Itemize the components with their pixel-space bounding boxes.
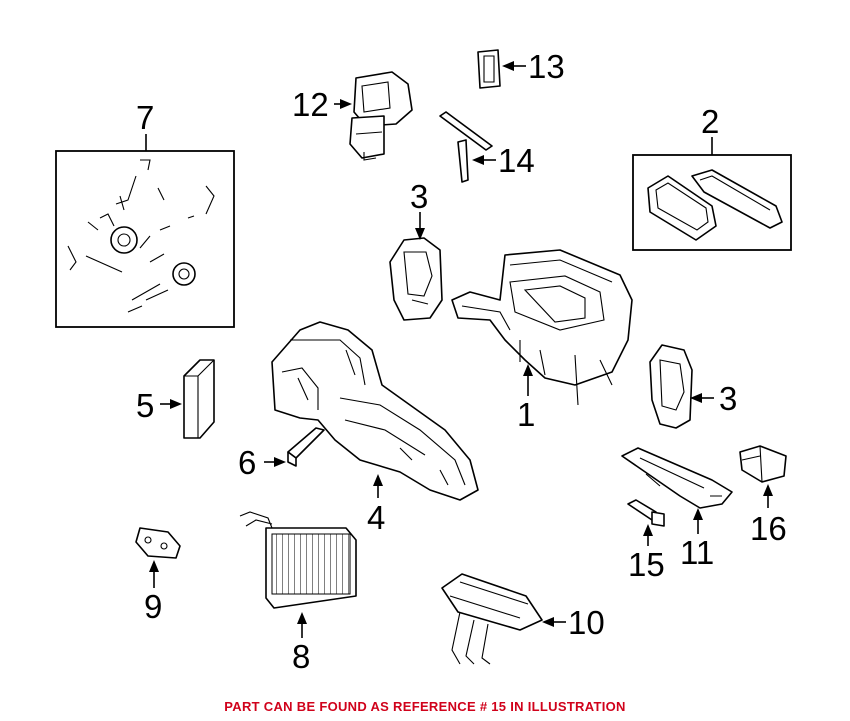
callout-labels: 1 2 3 3 4 5 6 7 8 9 10 11 12 13 14 15 16 xyxy=(136,48,787,675)
cabin-filter-part xyxy=(183,359,215,439)
callout-13: 13 xyxy=(528,48,565,85)
blower-motor-part xyxy=(349,71,413,161)
resistor-part xyxy=(477,49,501,89)
callout-3-right: 3 xyxy=(719,380,737,417)
side-duct-right-part xyxy=(649,344,693,429)
callout-6: 6 xyxy=(238,444,256,481)
filter-seal-set-part xyxy=(632,154,792,251)
callout-3-upper: 3 xyxy=(410,178,428,215)
leader-lines xyxy=(145,61,773,638)
callout-2: 2 xyxy=(701,103,719,140)
callout-14: 14 xyxy=(498,142,535,179)
cover-part xyxy=(621,447,733,509)
lower-housing-part xyxy=(271,321,479,501)
bracket-part xyxy=(287,427,325,467)
expansion-valve-part xyxy=(135,527,181,559)
heater-core-part xyxy=(239,511,357,609)
callout-11: 11 xyxy=(680,534,714,571)
callout-5: 5 xyxy=(136,387,154,424)
callout-12: 12 xyxy=(292,86,329,123)
sensor-part xyxy=(439,111,493,183)
actuator-kit-part xyxy=(55,150,235,328)
callout-4: 4 xyxy=(367,499,385,536)
reference-note: PART CAN BE FOUND AS REFERENCE # 15 IN I… xyxy=(224,699,626,714)
callout-10: 10 xyxy=(568,604,605,641)
side-duct-upper-part xyxy=(389,237,443,321)
pin-part xyxy=(627,499,665,527)
callout-15: 15 xyxy=(628,546,665,583)
callout-8: 8 xyxy=(292,638,310,675)
evaporator-part xyxy=(441,573,543,665)
callout-16: 16 xyxy=(750,510,787,547)
callout-9: 9 xyxy=(144,588,162,625)
callout-1: 1 xyxy=(517,396,535,433)
module-part xyxy=(739,445,787,483)
hvac-housing-part xyxy=(451,249,633,406)
callout-7: 7 xyxy=(136,99,154,136)
